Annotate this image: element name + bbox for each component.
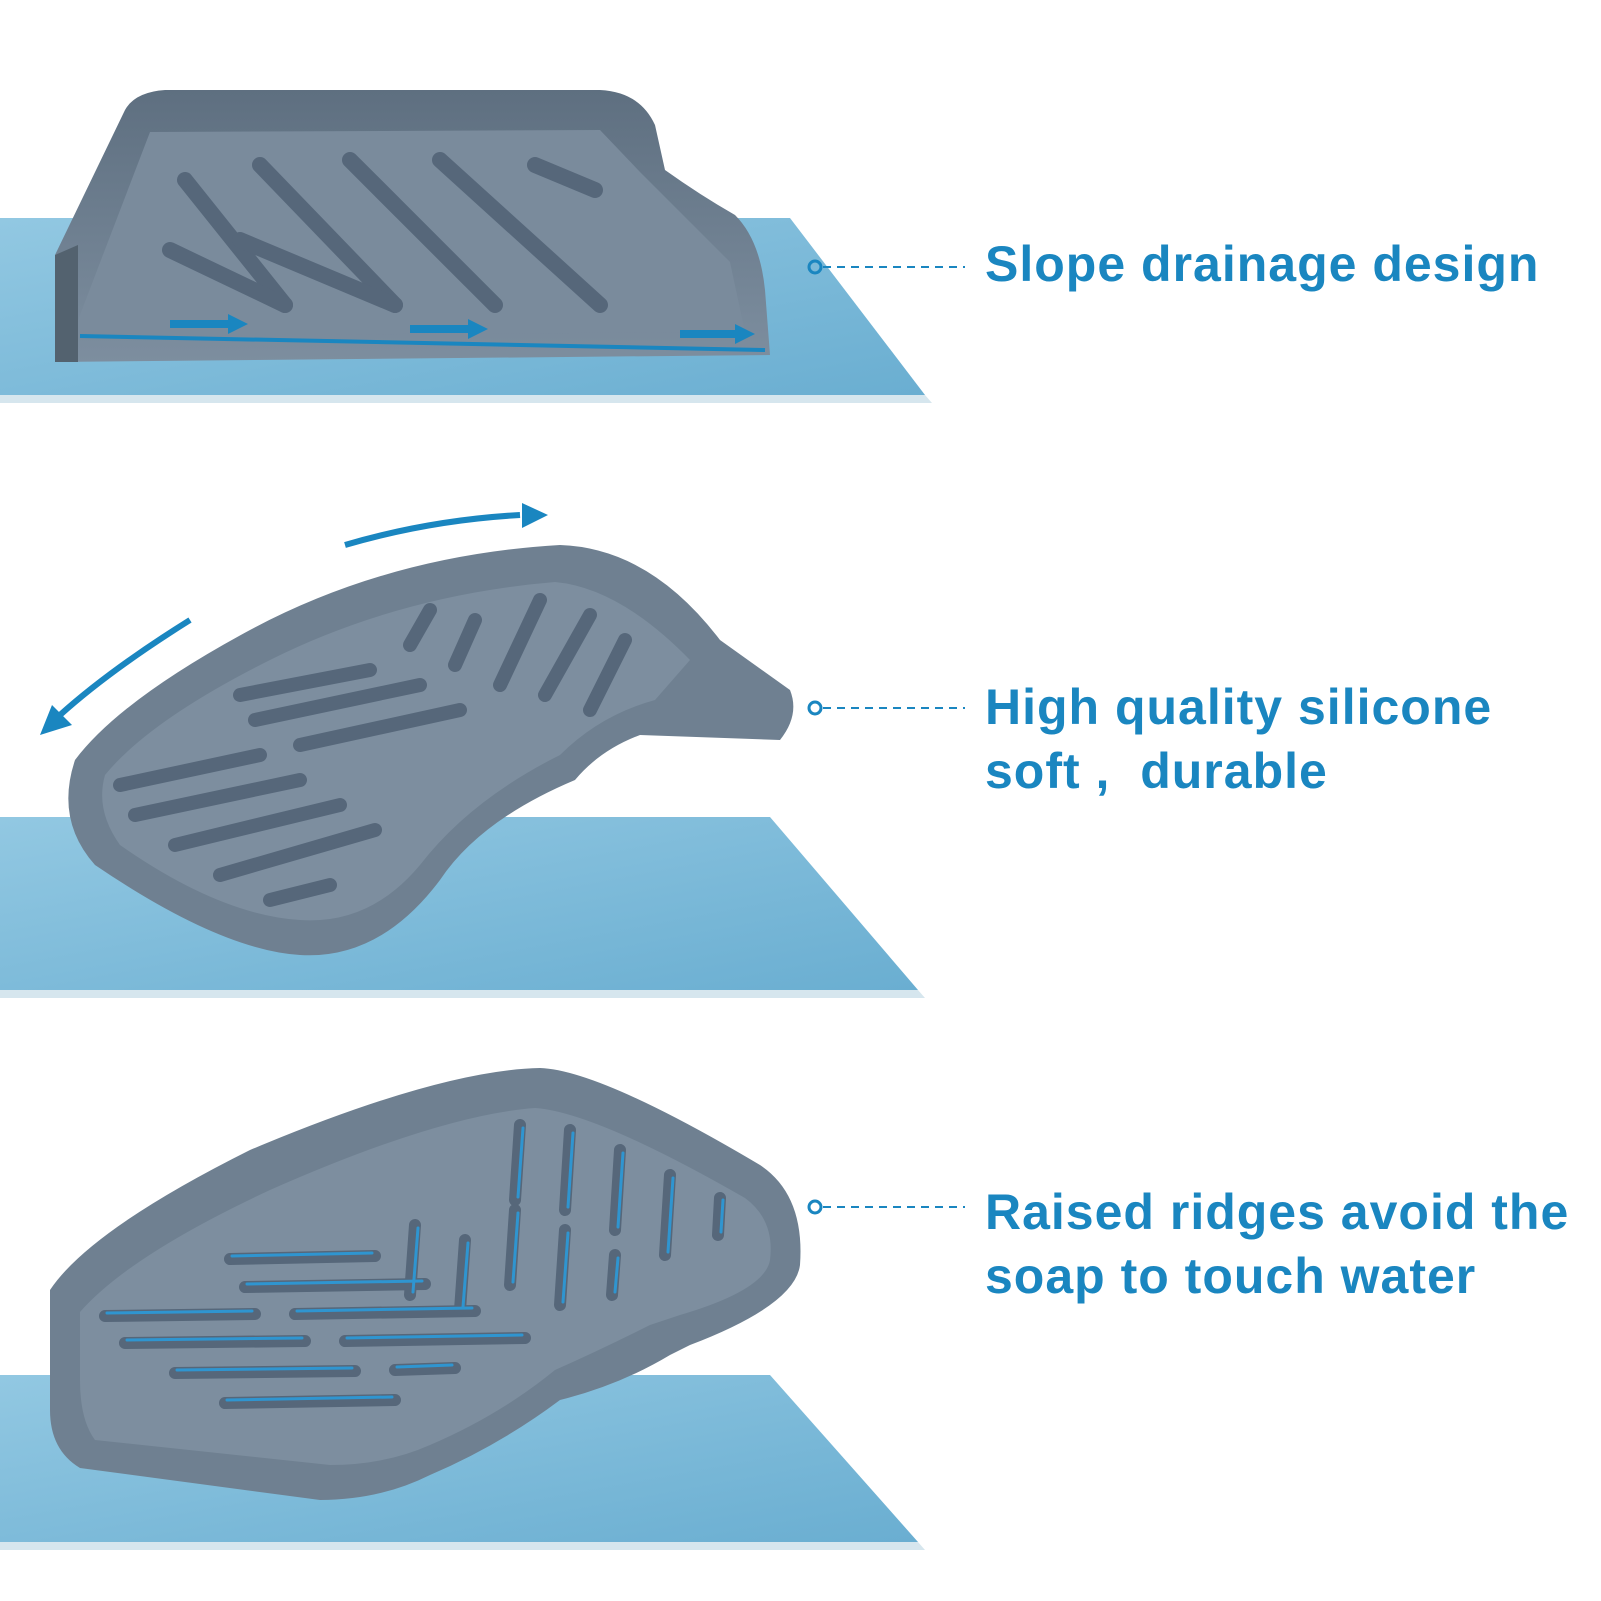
feature-line: Slope drainage design — [985, 236, 1540, 292]
feature-text-silicone: High quality silicone soft , durable — [985, 675, 1492, 803]
panel-slope-drainage: Slope drainage design — [0, 0, 1601, 500]
ridges — [113, 593, 632, 907]
panel-silicone: High quality silicone soft , durable — [0, 500, 1601, 1000]
feature-line: Raised ridges avoid the — [985, 1184, 1570, 1240]
drainage-arrows — [170, 314, 755, 344]
curve-arrow-top — [344, 512, 521, 548]
tray-photo-flex — [0, 503, 965, 998]
ridges — [162, 152, 608, 313]
feature-line: High quality silicone — [985, 679, 1493, 735]
feature-line: soap to touch water — [985, 1248, 1477, 1304]
tray-photo-slope — [0, 90, 965, 403]
ridges — [99, 1119, 726, 1409]
feature-line: soft , durable — [985, 743, 1328, 799]
callout-dot — [807, 1199, 823, 1215]
callout-dot — [807, 700, 823, 716]
feature-text-slope: Slope drainage design — [985, 232, 1539, 296]
panel-raised-ridges: Raised ridges avoid the soap to touch wa… — [0, 1050, 1601, 1550]
feature-text-ridges: Raised ridges avoid the soap to touch wa… — [985, 1180, 1569, 1308]
tray-photo-ridges — [0, 1068, 965, 1550]
curve-arrow-left — [57, 617, 192, 718]
callout-dot — [807, 259, 823, 275]
